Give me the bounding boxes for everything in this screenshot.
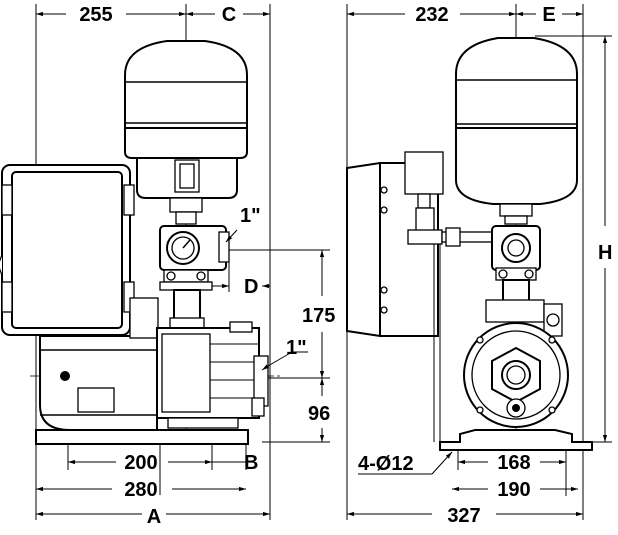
- dim-top-left: 255: [36, 4, 186, 26]
- control-box-left: [0, 164, 135, 336]
- dim-label-255: 255: [79, 4, 112, 26]
- pump-head-left: [156, 321, 269, 429]
- control-box-right: [346, 151, 444, 338]
- fitting-top-label: 1": [240, 205, 261, 227]
- holes-label: 4-Ø12: [358, 453, 414, 475]
- dim-label-a: A: [147, 506, 161, 528]
- dim-label-e: E: [542, 4, 555, 26]
- dim-label-232: 232: [415, 4, 448, 26]
- dim-label-96: 96: [308, 403, 330, 425]
- motor-left: [39, 297, 159, 431]
- dim-label-d: D: [244, 276, 258, 298]
- dim-a: A: [36, 506, 270, 528]
- dim-label-327: 327: [447, 505, 480, 527]
- dim-327: 327: [347, 505, 583, 527]
- dim-168: 168: [458, 452, 566, 474]
- callout-fitting-top: 1": [225, 205, 261, 243]
- callout-fitting-side: 1": [261, 337, 308, 371]
- dim-d: D: [212, 262, 270, 298]
- dim-b: B: [212, 452, 258, 474]
- dim-200: 200: [68, 452, 212, 474]
- dim-label-280: 280: [124, 479, 157, 501]
- pipe-left: [169, 289, 205, 331]
- dim-h: H: [598, 36, 612, 442]
- dim-top-e: E: [516, 4, 583, 26]
- pressure-tank-left: [124, 40, 248, 225]
- dim-label-175: 175: [302, 305, 335, 327]
- dim-label-b: B: [244, 452, 258, 474]
- pressure-tank-right: [455, 37, 578, 225]
- dim-top-232: 232: [347, 4, 516, 26]
- pump-right: [463, 279, 569, 428]
- base-plate-left: [35, 429, 249, 445]
- dim-label-h: H: [598, 242, 612, 264]
- gauge-pipe-right: [407, 207, 541, 300]
- fitting-side-label: 1": [286, 337, 307, 359]
- callout-holes: 4-Ø12: [358, 451, 453, 475]
- gauge-fitting-left: [159, 225, 230, 291]
- dim-top-c: C: [186, 4, 270, 26]
- dim-label-c: C: [222, 4, 236, 26]
- right-view: 232 E: [346, 4, 612, 527]
- dim-label-200: 200: [124, 452, 157, 474]
- dim-label-168: 168: [497, 452, 530, 474]
- dim-175: 175: [302, 250, 335, 378]
- dim-label-190: 190: [497, 479, 530, 501]
- dim-96: 96: [308, 378, 330, 442]
- dim-280: 280: [36, 479, 246, 501]
- dim-190: 190: [452, 479, 578, 501]
- base-right: [433, 300, 593, 451]
- left-view: 255 C: [0, 4, 335, 528]
